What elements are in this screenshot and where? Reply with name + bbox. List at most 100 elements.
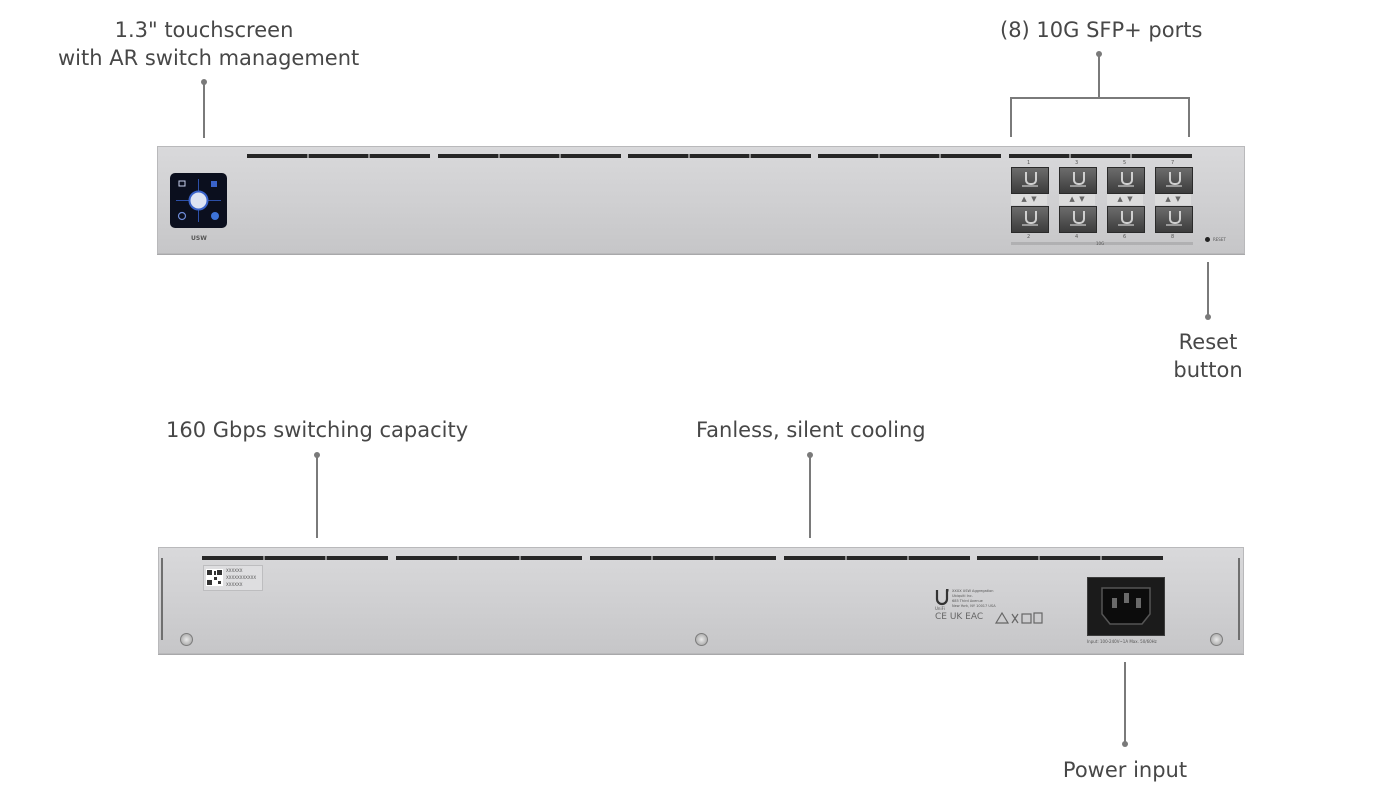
touchscreen-callout-line2: with AR switch management xyxy=(58,46,360,70)
touchscreen-ui-graphic xyxy=(176,179,221,222)
product-line-2: Ubiquiti Inc. xyxy=(952,594,973,598)
sfp-slot xyxy=(1022,185,1038,187)
front-vent xyxy=(818,154,1001,158)
sfp-latch xyxy=(1025,211,1037,224)
sfp-leader-bracket-top xyxy=(1010,97,1190,99)
sfp-latch xyxy=(1073,172,1085,185)
touchscreen-display[interactable] xyxy=(170,173,227,228)
led-up-icon: ▲ xyxy=(1021,195,1027,203)
reset-leader-line xyxy=(1207,262,1209,316)
power-leader-line xyxy=(1124,662,1126,744)
rear-screw-right xyxy=(1210,633,1223,646)
regulatory-symbols-icon xyxy=(994,611,1043,624)
port-number-4: 4 xyxy=(1075,234,1079,240)
front-vent xyxy=(247,154,430,158)
sfp-port-1[interactable] xyxy=(1011,167,1049,194)
sfp-port-5[interactable] xyxy=(1107,167,1145,194)
led-down-icon: ▼ xyxy=(1031,195,1037,203)
brand-small-label: UniFi xyxy=(935,606,945,611)
led-up-icon: ▲ xyxy=(1165,195,1171,203)
sfp-slot xyxy=(1070,185,1086,187)
touchscreen-leader-line xyxy=(203,82,205,138)
sfp-port-8[interactable] xyxy=(1155,206,1193,233)
sfp-port-4[interactable] xyxy=(1059,206,1097,233)
rear-vent xyxy=(202,556,388,560)
sfp-latch xyxy=(1121,172,1133,185)
touchscreen-callout-line1: 1.3" touchscreen xyxy=(114,18,294,42)
power-input-callout: Power input xyxy=(1062,758,1188,782)
sfp-leader-bracket-right xyxy=(1188,97,1190,137)
sfp-port-2[interactable] xyxy=(1011,206,1049,233)
sfp-port-7[interactable] xyxy=(1155,167,1193,194)
sfp-slot xyxy=(1118,185,1134,187)
rear-vent xyxy=(590,556,776,560)
rear-vent xyxy=(396,556,582,560)
sticker-line-2: XXXXXXXXXXX xyxy=(226,575,257,580)
sticker-line-3: XXXXXX xyxy=(226,582,243,587)
rear-screw-middle xyxy=(695,633,708,646)
front-vent xyxy=(628,154,811,158)
sfp-latch xyxy=(1169,172,1181,185)
certification-marks: CE UK EAC xyxy=(935,612,984,622)
power-inlet[interactable] xyxy=(1087,577,1165,636)
port-led-strip: ▲ ▼ xyxy=(1011,194,1047,205)
port-group-bar: 10G xyxy=(1011,241,1193,246)
iec-c14-socket-icon xyxy=(1101,587,1151,625)
sfp-slot xyxy=(1070,224,1086,226)
port-number-1: 1 xyxy=(1027,160,1031,166)
screen-brand-label: USW xyxy=(191,235,207,242)
reset-leader-dot xyxy=(1205,314,1211,320)
power-rating-label: Input: 100-240V~1A Max. 50/60Hz xyxy=(1087,639,1157,644)
port-led-strip: ▲ ▼ xyxy=(1107,194,1143,205)
led-up-icon: ▲ xyxy=(1117,195,1123,203)
led-down-icon: ▼ xyxy=(1079,195,1085,203)
sfp-latch xyxy=(1025,172,1037,185)
qr-code-icon xyxy=(206,569,223,586)
sfp-slot xyxy=(1118,224,1134,226)
switch-front-panel: USW 1 3 5 7 ▲ ▼ ▲ ▼ ▲ ▼ ▲ ▼ 2 4 6 8 10G … xyxy=(157,146,1245,254)
reset-button-callout: Reset button xyxy=(1160,328,1256,384)
port-number-6: 6 xyxy=(1123,234,1127,240)
front-vent-sfp xyxy=(1009,154,1192,158)
sfp-leader-bracket-left xyxy=(1010,97,1012,137)
front-vent xyxy=(438,154,621,158)
reset-label: RESET xyxy=(1213,237,1226,242)
rear-screw-left xyxy=(180,633,193,646)
sticker-line-1: XXXXXX xyxy=(226,568,243,573)
reset-callout-line1: Reset xyxy=(1178,330,1238,354)
port-number-7: 7 xyxy=(1171,160,1175,166)
sfp-leader-stem xyxy=(1098,54,1100,98)
reset-button[interactable] xyxy=(1205,237,1210,242)
sfp-slot xyxy=(1022,224,1038,226)
reset-callout-line2: button xyxy=(1173,358,1243,382)
switch-rear-panel: XXXXXX XXXXXXXXXXX XXXXXX UniFi XXXX USW… xyxy=(158,547,1244,654)
rear-vent xyxy=(784,556,970,560)
sfp-latch xyxy=(1073,211,1085,224)
port-group-label: 10G xyxy=(1096,241,1105,246)
cooling-leader-line xyxy=(809,455,811,538)
rear-vent xyxy=(977,556,1163,560)
port-number-2: 2 xyxy=(1027,234,1031,240)
led-up-icon: ▲ xyxy=(1069,195,1075,203)
switching-capacity-callout: 160 Gbps switching capacity xyxy=(166,418,469,442)
product-line-1: XXXX USW Aggregation xyxy=(952,589,994,593)
rear-right-rail xyxy=(1238,558,1240,640)
cooling-callout: Fanless, silent cooling xyxy=(696,418,926,442)
port-number-5: 5 xyxy=(1123,160,1127,166)
serial-sticker: XXXXXX XXXXXXXXXXX XXXXXX xyxy=(203,565,263,591)
port-number-3: 3 xyxy=(1075,160,1079,166)
touchscreen-callout: 1.3" touchscreen with AR switch manageme… xyxy=(58,16,360,72)
led-down-icon: ▼ xyxy=(1175,195,1181,203)
port-number-8: 8 xyxy=(1171,234,1175,240)
sfp-latch xyxy=(1169,211,1181,224)
sfp-ports-callout: (8) 10G SFP+ ports xyxy=(1000,18,1203,42)
product-line-4: New York, NY 10017 USA xyxy=(952,604,996,608)
sfp-slot xyxy=(1166,185,1182,187)
power-leader-dot xyxy=(1122,741,1128,747)
sfp-port-6[interactable] xyxy=(1107,206,1145,233)
rear-left-rail xyxy=(161,558,163,640)
switching-leader-line xyxy=(316,455,318,538)
sfp-port-3[interactable] xyxy=(1059,167,1097,194)
port-led-strip: ▲ ▼ xyxy=(1155,194,1191,205)
port-led-strip: ▲ ▼ xyxy=(1059,194,1095,205)
